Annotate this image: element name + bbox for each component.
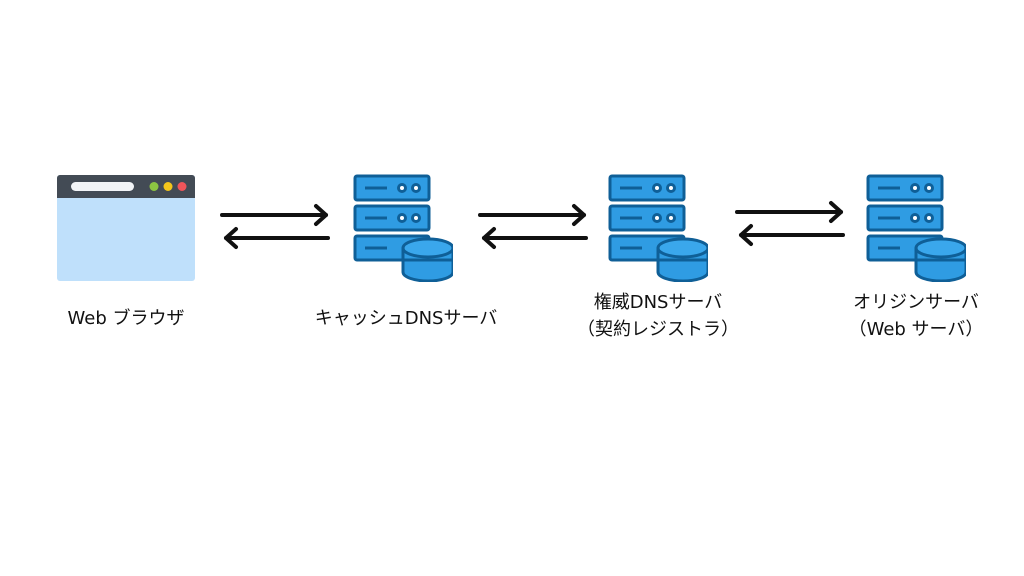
label-line: 権威DNSサーバ [593, 292, 723, 313]
browser-node [57, 175, 195, 281]
arrow-pair-2 [478, 203, 590, 251]
cache-dns-server [353, 174, 453, 282]
left-arrow-icon [224, 227, 330, 249]
cache-dns-label: キャッシュDNSサーバ [286, 305, 526, 332]
origin-server [866, 174, 966, 282]
left-arrow-icon [739, 224, 845, 246]
authoritative-dns-server [608, 174, 708, 282]
database-server-icon [353, 174, 453, 282]
arrow-pair-1 [220, 203, 332, 251]
browser-label: Web ブラウザ [36, 305, 216, 332]
right-arrow-icon [478, 204, 586, 226]
database-server-icon [608, 174, 708, 282]
right-arrow-icon [735, 201, 843, 223]
label-line: キャッシュDNSサーバ [314, 308, 498, 329]
database-server-icon [866, 174, 966, 282]
label-line: オリジンサーバ [853, 292, 979, 313]
arrow-pair-3 [735, 200, 847, 248]
origin-label: オリジンサーバ （Web サーバ） [816, 289, 1016, 343]
authoritative-dns-label: 権威DNSサーバ （契約レジストラ） [558, 289, 758, 343]
browser-window-icon [57, 175, 195, 281]
right-arrow-icon [220, 204, 328, 226]
label-line: （Web サーバ） [848, 319, 984, 340]
label-line: Web ブラウザ [67, 308, 185, 329]
label-line: （契約レジストラ） [577, 319, 739, 340]
left-arrow-icon [482, 227, 588, 249]
